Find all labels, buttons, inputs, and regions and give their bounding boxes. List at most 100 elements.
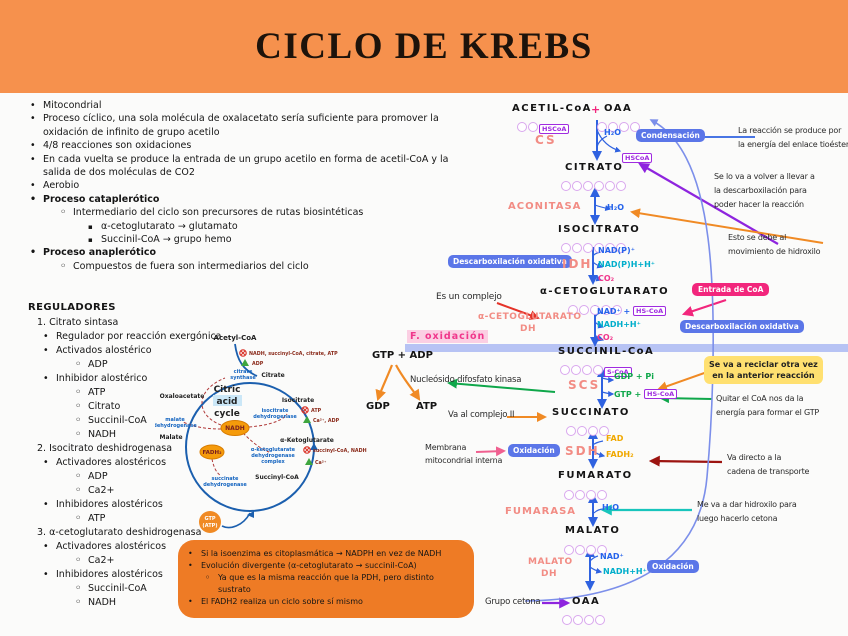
list-item: ATP — [75, 386, 224, 400]
annotation-hidroxilo-1: Esto se debe al — [728, 233, 787, 242]
carbon-circle — [583, 243, 593, 253]
label-atp: ATP — [416, 401, 438, 412]
list-item: Ca2+ — [75, 484, 224, 498]
list-item-text: Inhibidores alostéricos — [56, 569, 163, 580]
figure-akgdh-inhibitors: succinyl-CoA, NADH — [313, 448, 367, 454]
chip-condensacion: Condensación — [636, 129, 705, 142]
list-item: Inhibidor alostérico — [43, 372, 224, 386]
list-item-text: Activados alostérico — [56, 345, 152, 356]
bullet-icon — [75, 386, 81, 400]
figure-cs-activator: ADP — [252, 361, 264, 367]
header-banner: CICLO DE KREBS — [0, 0, 848, 93]
bullet-icon — [75, 400, 81, 414]
list-item-text: Proceso cíclico, una sola molécula de ox… — [43, 113, 439, 138]
carbon-circle — [593, 365, 603, 375]
carbon-circle — [616, 181, 626, 191]
list-item-text: Proceso cataplerótico — [43, 193, 160, 205]
figure-citrate: Citrate — [261, 372, 284, 379]
list-item: Proceso anaplerótico — [30, 246, 472, 259]
metabolite-citrato: CITRATO — [565, 162, 624, 173]
list-item: NADH — [75, 596, 224, 610]
enzyme-mdh-1: MALATO — [528, 557, 573, 567]
cofactor-text: NAD⁺ + — [597, 307, 631, 316]
inhibitor-x — [304, 447, 310, 453]
figure-title: Citric — [214, 385, 241, 395]
list-item: Aerobio — [30, 179, 472, 192]
metabolite-oaa-top: OAA — [604, 103, 633, 114]
cofactor-co2-idh: CO₂ — [598, 274, 615, 283]
carbon-chain-citrato — [561, 176, 627, 195]
annotation-cadena-1: Va directo a la — [727, 453, 782, 462]
figure-sdh: succinate — [212, 476, 240, 482]
coa-tag: HSCoA — [622, 153, 653, 163]
arrow-cs-h2o-in — [596, 135, 608, 148]
enzyme-mdh-2: DH — [541, 569, 558, 579]
list-item-text: α-cetoglutarato → glutamato — [101, 220, 238, 232]
cofactor-nad-akg: NAD⁺ + HS-CoA — [597, 306, 667, 316]
chip-reciclar: Se va a reciclar otra vez en la anterior… — [704, 356, 823, 384]
carbon-circle — [594, 181, 604, 191]
carbon-circle — [528, 122, 538, 132]
bullet-icon — [75, 470, 81, 484]
figure-nadh: NADH — [225, 425, 245, 432]
list-item: 2. Isocitrato deshidrogenasa — [28, 442, 224, 456]
figure-idh-activators: Ca²⁺, ADP — [313, 418, 340, 424]
figure-idh: isocitrate — [262, 408, 289, 414]
enzyme-akgdh-1: α-CETOGLUTARATO — [478, 312, 582, 322]
carbon-circle — [572, 243, 582, 253]
enzyme-sdh: SDH — [565, 444, 600, 458]
bullet-icon — [88, 220, 93, 234]
list-item: NADH — [75, 428, 224, 442]
carbon-circle — [571, 365, 581, 375]
coa-tag: HS-CoA — [644, 389, 678, 399]
list-item: Succinil-CoA → grupo hemo — [88, 233, 472, 246]
list-item: Proceso cíclico, una sola molécula de ox… — [30, 112, 472, 139]
figure-title: acid — [217, 397, 238, 407]
list-item: Activadores alostéricos — [43, 456, 224, 470]
bullet-icon — [75, 554, 81, 568]
carbon-circle — [572, 181, 582, 191]
annotation-cetona-1: Me va a dar hidroxilo para — [697, 500, 797, 509]
acid-highlight — [213, 395, 242, 406]
annotation-hidroxilo-2: movimiento de hidroxilo — [728, 247, 821, 256]
carbon-circle — [584, 615, 594, 625]
list-item: Compuestos de fuera son intermediarios d… — [60, 260, 472, 273]
cofactor-gtp: GTP + HS-CoA — [614, 389, 678, 399]
list-item: ADP — [75, 358, 224, 372]
chip-reciclar-line2: en la anterior reacción — [712, 371, 815, 380]
bullet-icon — [75, 428, 81, 442]
list-item-text: Activadores alostéricos — [56, 541, 167, 552]
cofactor-fad: FAD — [606, 434, 624, 443]
bullet-icon — [30, 153, 36, 166]
list-item-text: Succinil-CoA — [88, 415, 147, 426]
inhibitor-x — [302, 407, 308, 413]
list-item: 1. Citrato sintasa — [28, 316, 224, 330]
figure-malate: Malate — [159, 434, 182, 441]
carbon-circle — [595, 615, 605, 625]
arrow-reciclar — [657, 370, 711, 392]
bullet-icon — [75, 596, 81, 610]
annotation-quitar-2: energía para formar el GTP — [716, 408, 820, 417]
annotation-volver-3: poder hacer la reacción — [714, 200, 804, 209]
cofactor-nadh-mdh: NADH+H⁺ — [603, 567, 647, 576]
acetyl-entry-line — [234, 343, 258, 377]
list-item: Proceso cataplerótico — [30, 193, 472, 206]
activator-icon — [305, 458, 313, 465]
bullet-icon — [30, 139, 36, 152]
list-item-text: NADH — [88, 597, 117, 608]
arrow-mdh-nadh-out — [589, 566, 603, 574]
figure-sdh: dehydrogenase — [203, 482, 247, 488]
bullet-icon — [188, 560, 193, 572]
list-item: Inhibidores alostéricos — [43, 498, 224, 512]
inhibitor-x — [240, 350, 246, 356]
list-item: Succinil-CoA — [75, 582, 224, 596]
carbon-chain-succinato — [566, 421, 610, 440]
metabolite-succinil-coa: SUCCINIL-CoA — [558, 346, 655, 357]
list-item: Mitocondrial — [30, 99, 472, 112]
inhibitor-icon — [301, 406, 309, 414]
list-item-text: ATP — [88, 513, 106, 524]
list-item-text: 2. Isocitrato deshidrogenasa — [37, 443, 173, 454]
chip-descarboxilacion-1: Descarboxilación oxidativa — [448, 255, 572, 268]
annotation-membrana-2: mitocondrial interna — [425, 456, 503, 465]
regulators-list: 1. Citrato sintasaRegulador por reacción… — [28, 316, 224, 610]
